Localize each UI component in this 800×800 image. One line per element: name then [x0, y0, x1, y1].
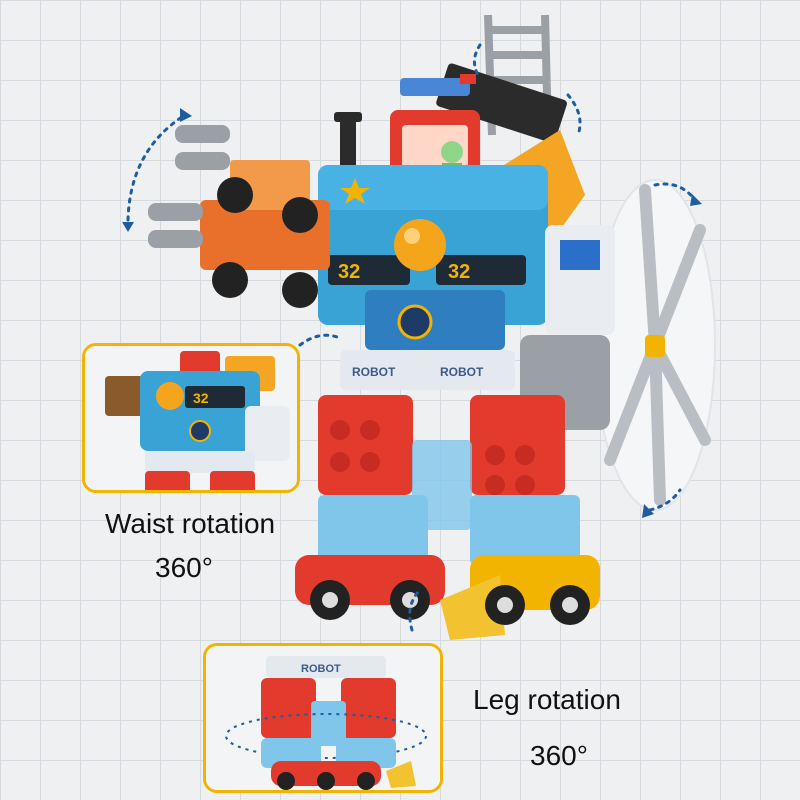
leg-inset-image: ROBOT	[206, 646, 440, 790]
leg-rotation-title: Leg rotation	[473, 684, 621, 715]
right-arm-stripe	[560, 240, 600, 270]
roof-light	[460, 74, 476, 84]
left-shin	[318, 495, 428, 565]
left-arm-cannons	[148, 125, 230, 248]
waist-text-left: ROBOT	[352, 365, 396, 379]
star-badge	[340, 178, 370, 204]
chest-number-right: 32	[448, 261, 470, 283]
figure-head	[441, 141, 463, 163]
leg-rotation-inset: ROBOT	[203, 643, 443, 793]
chimney	[340, 120, 356, 165]
rotation-arrows	[126, 43, 697, 632]
right-shin	[470, 495, 580, 565]
belly-panel	[365, 290, 505, 350]
chest-panel-right	[436, 255, 526, 285]
waist-text-right: ROBOT	[440, 365, 484, 379]
foot-wheels	[310, 580, 590, 625]
waist-inset-image: 32	[85, 346, 297, 490]
propeller-blades	[604, 184, 711, 506]
roof-siren	[400, 78, 470, 96]
right-thigh	[470, 395, 565, 495]
belly-emblem	[397, 304, 433, 340]
chest-orb	[394, 219, 446, 271]
leg-rotation-degrees: 360°	[530, 740, 588, 771]
waist-rotation-inset: 32	[82, 343, 300, 493]
waist-band	[340, 350, 515, 390]
chest-panel-left	[328, 255, 410, 285]
waist-inset-number: 32	[193, 390, 209, 406]
left-arm-wheel-3	[212, 262, 248, 298]
leg-inset-text: ROBOT	[301, 663, 341, 675]
chest-orb-highlight	[404, 228, 420, 244]
chimney-top	[334, 112, 362, 122]
waist-rotation-title: Waist rotation	[105, 508, 276, 539]
left-thigh	[318, 395, 413, 495]
left-arm-wheel-4	[282, 272, 318, 308]
sweeper-brush	[440, 575, 505, 640]
torso-upper-band	[318, 165, 548, 210]
waist-rotation-degrees: 360°	[155, 552, 213, 583]
propeller-hub	[645, 335, 665, 357]
chest-number-left: 32	[338, 261, 360, 283]
left-arm-wheel-2	[282, 197, 318, 233]
thigh-studs	[330, 420, 535, 495]
rotation-arrowheads	[122, 108, 702, 518]
left-arm-wheel-1	[217, 177, 253, 213]
